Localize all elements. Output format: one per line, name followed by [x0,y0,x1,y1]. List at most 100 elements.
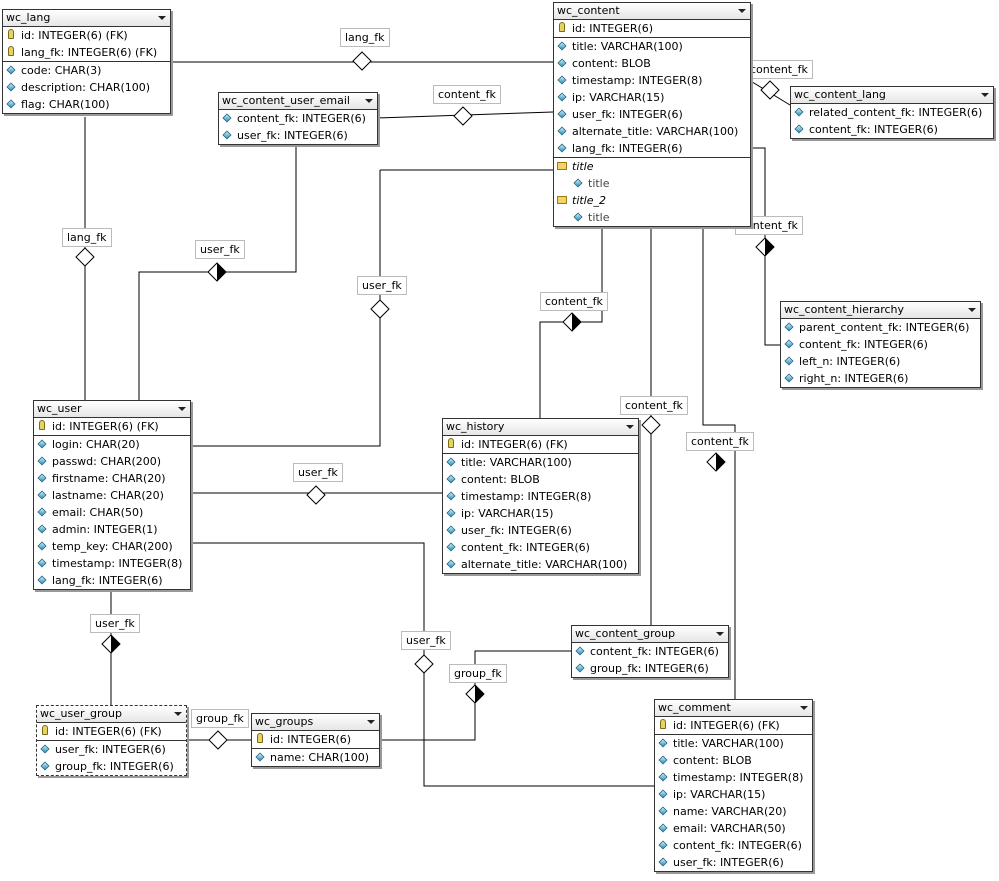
column-row[interactable]: timestamp: INTEGER(8) [443,488,638,505]
column-row[interactable]: content: BLOB [554,55,750,72]
column-row[interactable]: left_n: INTEGER(6) [781,353,980,370]
relation-label[interactable]: lang_fk [62,228,112,247]
column-row[interactable]: ip: VARCHAR(15) [554,89,750,106]
column-row[interactable]: title: VARCHAR(100) [554,38,750,55]
relation-label[interactable]: user_fk [195,240,245,259]
table-title[interactable]: wc_history [443,419,638,436]
table-title[interactable]: wc_user_group [37,706,186,723]
relation-label[interactable]: lang_fk [340,28,390,47]
column-row[interactable]: email: VARCHAR(50) [655,820,812,837]
table-title[interactable]: wc_lang [3,10,170,27]
relation-label[interactable]: content_fk [433,85,501,104]
relation-label[interactable]: user_fk [401,631,451,650]
column-row[interactable]: name: CHAR(100) [252,749,379,766]
column-row[interactable]: firstname: CHAR(20) [34,470,190,487]
table-title[interactable]: wc_content [554,3,750,20]
column-row[interactable]: group_fk: INTEGER(6) [37,758,186,775]
chevron-down-icon[interactable] [738,9,746,13]
column-row[interactable]: code: CHAR(3) [3,62,170,79]
chevron-down-icon[interactable] [626,425,634,429]
index-column-row[interactable]: title [554,209,750,226]
column-row[interactable]: content_fk: INTEGER(6) [791,121,993,138]
column-row[interactable]: ip: VARCHAR(15) [655,786,812,803]
column-row[interactable]: lang_fk: INTEGER(6) [554,140,750,157]
column-row[interactable]: id: INTEGER(6) [554,20,750,38]
column-row[interactable]: content_fk: INTEGER(6) [655,837,812,854]
column-row[interactable]: user_fk: INTEGER(6) [37,741,186,758]
table-title[interactable]: wc_comment [655,700,812,717]
column-row[interactable]: content_fk: INTEGER(6) [781,336,980,353]
column-row[interactable]: content_fk: INTEGER(6) [219,110,377,127]
column-row[interactable]: user_fk: INTEGER(6) [443,522,638,539]
column-row[interactable]: content_fk: INTEGER(6) [443,539,638,556]
table-title[interactable]: wc_groups [252,714,379,731]
column-row[interactable]: description: CHAR(100) [3,79,170,96]
relation-label[interactable]: content_fk [686,432,754,451]
column-row[interactable]: user_fk: INTEGER(6) [655,854,812,871]
relation-label[interactable]: group_fk [449,664,507,683]
column-row[interactable]: right_n: INTEGER(6) [781,370,980,387]
column-row[interactable]: title: VARCHAR(100) [443,454,638,471]
column-row[interactable]: lang_fk: INTEGER(6) (FK) [3,44,170,62]
column-row[interactable]: content_fk: INTEGER(6) [572,643,728,660]
column-row[interactable]: ip: VARCHAR(15) [443,505,638,522]
column-row[interactable]: content: BLOB [443,471,638,488]
column-row[interactable]: temp_key: CHAR(200) [34,538,190,555]
chevron-down-icon[interactable] [178,407,186,411]
column-row[interactable]: lastname: CHAR(20) [34,487,190,504]
relation-label[interactable]: content_fk [735,216,803,235]
chevron-down-icon[interactable] [174,712,182,716]
column-row[interactable]: id: INTEGER(6) (FK) [37,723,186,741]
index-row[interactable]: title [554,157,750,175]
column-row[interactable]: alternate_title: VARCHAR(100) [443,556,638,573]
table-title[interactable]: wc_content_user_email [219,93,377,110]
column-row[interactable]: alternate_title: VARCHAR(100) [554,123,750,140]
column-row[interactable]: title: VARCHAR(100) [655,735,812,752]
column-row[interactable]: name: VARCHAR(20) [655,803,812,820]
column-row[interactable]: flag: CHAR(100) [3,96,170,113]
table-title[interactable]: wc_user [34,401,190,418]
column-row[interactable]: timestamp: INTEGER(8) [554,72,750,89]
column-row[interactable]: lang_fk: INTEGER(6) [34,572,190,589]
column-row[interactable]: id: INTEGER(6) (FK) [655,717,812,735]
column-row[interactable]: login: CHAR(20) [34,436,190,453]
relation-label[interactable]: content_fk [540,292,608,311]
index-column-row[interactable]: title [554,175,750,192]
column-row[interactable]: id: INTEGER(6) (FK) [3,27,170,44]
column-row[interactable]: id: INTEGER(6) [252,731,379,749]
column-row[interactable]: email: CHAR(50) [34,504,190,521]
column-row[interactable]: group_fk: INTEGER(6) [572,660,728,677]
column-row[interactable]: admin: INTEGER(1) [34,521,190,538]
relation-label[interactable]: user_fk [357,276,407,295]
column-row[interactable]: related_content_fk: INTEGER(6) [791,104,993,121]
column-row[interactable]: user_fk: INTEGER(6) [554,106,750,123]
column-row[interactable]: passwd: CHAR(200) [34,453,190,470]
column-row[interactable]: id: INTEGER(6) (FK) [34,418,190,436]
table-title[interactable]: wc_content_lang [791,87,993,104]
column-row[interactable]: content: BLOB [655,752,812,769]
relation-label[interactable]: content_fk [745,60,813,79]
table-title[interactable]: wc_content_hierarchy [781,302,980,319]
chevron-down-icon[interactable] [981,93,989,97]
index-row[interactable]: title_2 [554,192,750,209]
chevron-down-icon[interactable] [800,706,808,710]
relation-label[interactable]: content_fk [620,396,688,415]
column-row[interactable]: id: INTEGER(6) (FK) [443,436,638,454]
chevron-down-icon[interactable] [716,632,724,636]
column-row[interactable]: parent_content_fk: INTEGER(6) [781,319,980,336]
table-title[interactable]: wc_content_group [572,626,728,643]
chevron-down-icon[interactable] [158,16,166,20]
relation-label[interactable]: user_fk [293,463,343,482]
column-row[interactable]: timestamp: INTEGER(8) [655,769,812,786]
column-row[interactable]: timestamp: INTEGER(8) [34,555,190,572]
